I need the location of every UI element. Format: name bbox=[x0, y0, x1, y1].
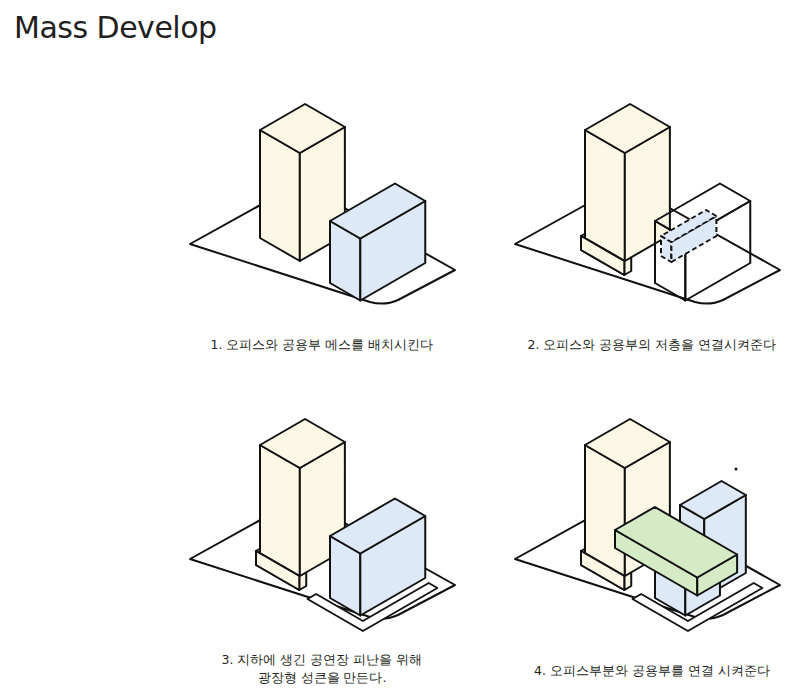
dot bbox=[735, 468, 738, 471]
bridge-mass bbox=[615, 507, 737, 578]
public-mass bbox=[680, 481, 746, 519]
step-one bbox=[190, 104, 455, 304]
office-tower bbox=[585, 104, 670, 153]
step-caption: 4. 오피스부분와 공용부를 연결 시켜준다 bbox=[492, 662, 800, 680]
step-two bbox=[515, 104, 780, 304]
step-caption: 1. 오피스와 공용부 메스를 배치시킨다 bbox=[162, 336, 482, 354]
low-link-mass bbox=[661, 210, 716, 242]
podium-mass bbox=[581, 551, 624, 590]
step-four bbox=[515, 419, 780, 631]
step-caption: 2. 오피스와 공용부의 저층을 연결시켜준다 bbox=[492, 336, 800, 354]
podium-mass bbox=[581, 236, 624, 275]
step-three bbox=[190, 419, 455, 631]
office-tower bbox=[260, 104, 345, 153]
step-caption: 3. 지하에 생긴 공연장 피난을 위해 광장형 성큰을 만든다. bbox=[215, 651, 430, 687]
podium-mass bbox=[256, 551, 299, 590]
page-title: Mass Develop bbox=[14, 10, 217, 45]
public-mass bbox=[330, 499, 425, 554]
office-tower bbox=[585, 419, 670, 468]
public-mass bbox=[330, 184, 425, 239]
office-tower bbox=[260, 419, 345, 468]
